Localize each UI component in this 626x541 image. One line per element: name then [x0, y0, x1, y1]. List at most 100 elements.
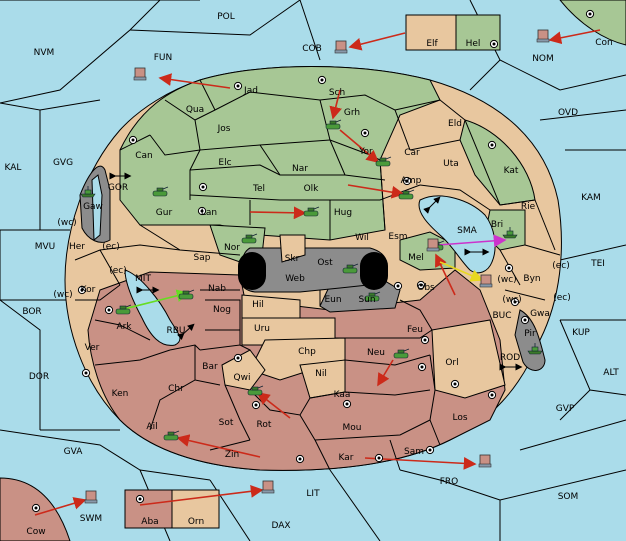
label-ec-kor: (ec) [109, 266, 127, 276]
label-web: Web [285, 274, 305, 284]
region-center-hole-left [238, 252, 266, 290]
label-amp: Amp [401, 176, 422, 186]
label-gaw: Gaw [83, 202, 103, 212]
label-hug: Hug [334, 208, 352, 218]
label-qua: Qua [186, 105, 204, 115]
label-bor: BOR [22, 307, 41, 317]
label-yor: Yor [358, 147, 373, 157]
label-bar: Bar [202, 362, 218, 372]
label-sma: SMA [457, 226, 477, 236]
unit-flag [479, 274, 493, 288]
supply-center [77, 285, 87, 295]
supply-center [135, 494, 145, 504]
label-ail: Ail [146, 422, 157, 432]
label-ver: Ver [85, 343, 100, 353]
unit-flag [478, 454, 492, 468]
label-wc-byn: (wc) [497, 275, 516, 285]
supply-center [393, 281, 403, 291]
region-north-green [119, 66, 441, 241]
label-qwi: Qwi [234, 373, 251, 383]
label-nar: Nar [292, 164, 308, 174]
label-uru: Uru [254, 324, 270, 334]
label-nab: Nab [208, 284, 226, 294]
region-skr[interactable] [279, 234, 306, 263]
label-rot: Rot [257, 420, 272, 430]
unit-flag [133, 67, 147, 81]
region-gor[interactable] [91, 174, 103, 242]
supply-center [251, 400, 261, 410]
label-sch: Sch [329, 88, 345, 98]
supply-center [198, 182, 208, 192]
label-fro: FRO [440, 477, 459, 487]
move-arrows [34, 29, 601, 516]
region-pir[interactable] [514, 309, 546, 371]
label-orl: Orl [445, 358, 458, 368]
label-gvp: GVP [556, 404, 575, 414]
label-zin: Zin [225, 450, 239, 460]
supply-center [342, 399, 352, 409]
label-grh: Grh [344, 108, 360, 118]
supply-center [31, 503, 41, 513]
region-elf[interactable] [405, 14, 457, 51]
unit-flag [84, 490, 98, 504]
label-dor: DOR [29, 372, 49, 382]
label-alt: ALT [603, 368, 619, 378]
label-esm: Esm [388, 232, 407, 242]
label-pol: POL [217, 12, 235, 22]
label-swm: SWM [80, 514, 102, 524]
label-wil: Wil [355, 233, 369, 243]
label-dax: DAX [271, 521, 290, 531]
supply-center [128, 135, 138, 145]
label-feu: Feu [407, 325, 423, 335]
label-wc-gwa: (wc) [502, 295, 521, 305]
supply-center [402, 176, 412, 186]
label-eun: Eun [324, 295, 341, 305]
label-mel: Mel [408, 253, 424, 263]
supply-center [374, 453, 384, 463]
label-bri: Bri [491, 220, 503, 230]
label-car: Car [404, 148, 420, 158]
supply-center [417, 362, 427, 372]
label-lit: LIT [306, 489, 320, 499]
label-nvm: NVM [34, 48, 55, 58]
supply-center [416, 280, 426, 290]
supply-center [520, 315, 530, 325]
label-cow: Cow [26, 527, 45, 537]
supply-center [317, 75, 327, 85]
label-mvu: MVU [35, 242, 56, 252]
label-nom: NOM [532, 54, 554, 64]
supply-center [425, 445, 435, 455]
supply-center [360, 128, 370, 138]
label-ec-gwa: (ec) [553, 293, 571, 303]
supply-center [81, 368, 91, 378]
label-tei: TEI [590, 259, 605, 269]
region-orl[interactable] [431, 319, 506, 399]
label-kor: Kor [81, 285, 96, 295]
supply-center [233, 81, 243, 91]
supply-center [487, 140, 497, 150]
label-kar: Kar [339, 453, 354, 463]
supply-center [420, 335, 430, 345]
supply-center [233, 353, 243, 363]
label-buc: BUC [492, 311, 511, 321]
label-mou: Mou [343, 423, 362, 433]
region-qwi[interactable] [221, 349, 266, 391]
label-ec-her: (ec) [102, 242, 120, 252]
region-kat[interactable] [459, 119, 536, 206]
label-pir: Pir [524, 329, 536, 339]
label-tel: Tel [252, 184, 265, 194]
label-kup: KUP [572, 328, 590, 338]
province-labels: POL NVM FUN COB NOM Con OVD Elf Hel Jad … [5, 12, 620, 537]
label-mit: MIT [135, 274, 151, 284]
supply-center [450, 379, 460, 389]
label-byn: Byn [523, 274, 540, 284]
label-kam: KAM [581, 193, 601, 203]
label-gor: GOR [108, 183, 128, 193]
region-con[interactable] [559, 0, 626, 46]
label-jos: Jos [217, 124, 231, 134]
label-can: Can [135, 151, 153, 161]
label-elf: Elf [426, 39, 438, 49]
label-hil: Hil [252, 300, 264, 310]
label-rod: ROD [500, 353, 520, 363]
